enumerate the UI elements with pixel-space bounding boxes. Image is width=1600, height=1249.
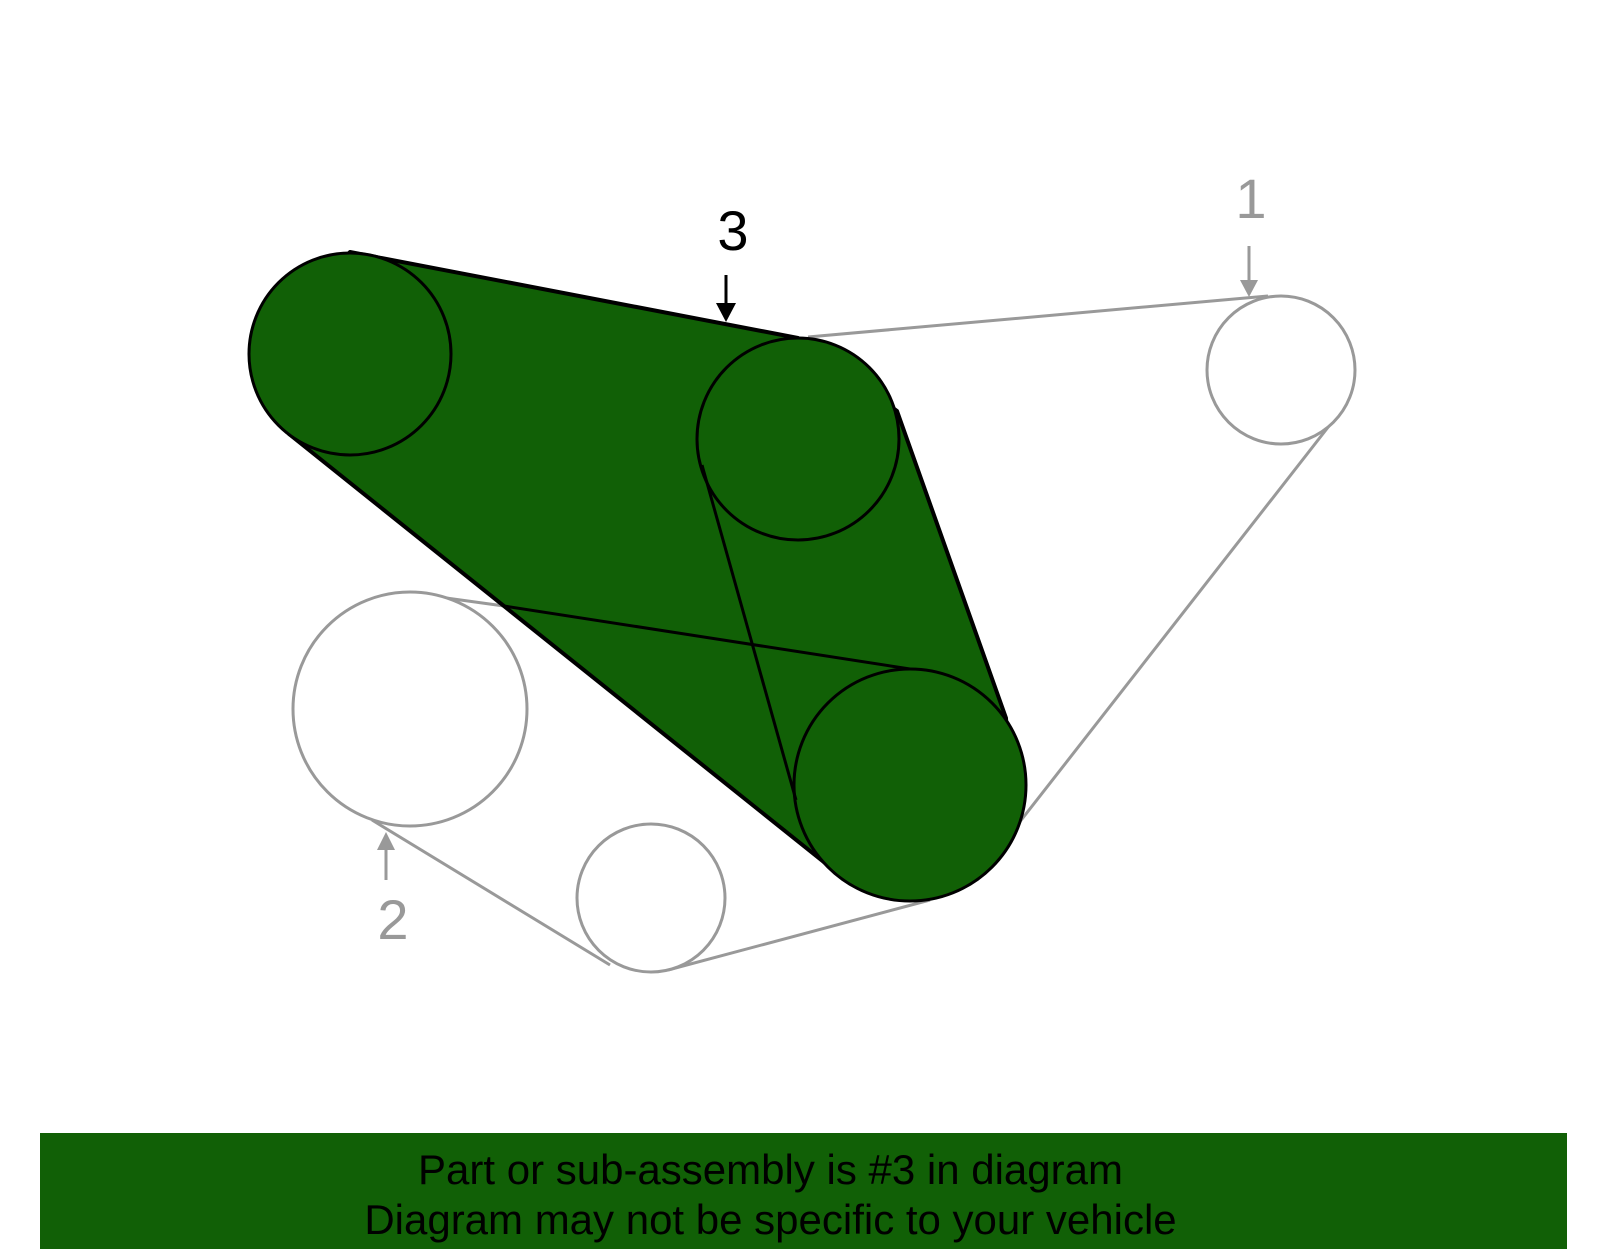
callout-label-2: 2 bbox=[377, 888, 408, 951]
pulley-idler-bottom bbox=[575, 822, 727, 974]
secondary-belt bbox=[371, 294, 1338, 972]
callout-label-3: 3 bbox=[717, 199, 748, 262]
callout-arrow-3 bbox=[716, 275, 736, 322]
callout-arrow-2 bbox=[377, 832, 395, 880]
callout-label-1: 1 bbox=[1235, 167, 1266, 230]
belt-segment-top-right bbox=[807, 294, 1269, 339]
pulley-1 bbox=[1205, 294, 1357, 446]
pulley-top-middle bbox=[695, 336, 901, 542]
pulley-2 bbox=[291, 590, 529, 828]
pulley-bottom-right bbox=[792, 667, 1028, 903]
banner-line-2: Diagram may not be specific to your vehi… bbox=[364, 1196, 1177, 1243]
belt-inner-line-a bbox=[503, 604, 911, 671]
banner-line-1: Part or sub-assembly is #3 in diagram bbox=[418, 1146, 1123, 1193]
belt-segment-right bbox=[1013, 416, 1338, 829]
belt-inner-line-b bbox=[700, 464, 798, 801]
belt-segment-bottom-right bbox=[667, 898, 931, 972]
belt-segment-bottom-left bbox=[371, 818, 611, 967]
callout-arrow-1 bbox=[1240, 246, 1258, 297]
dim-pulleys bbox=[291, 294, 1357, 974]
info-banner: Part or sub-assembly is #3 in diagram Di… bbox=[40, 1133, 1567, 1249]
part-3-belt bbox=[247, 250, 1028, 903]
pulley-top-left bbox=[247, 251, 453, 457]
